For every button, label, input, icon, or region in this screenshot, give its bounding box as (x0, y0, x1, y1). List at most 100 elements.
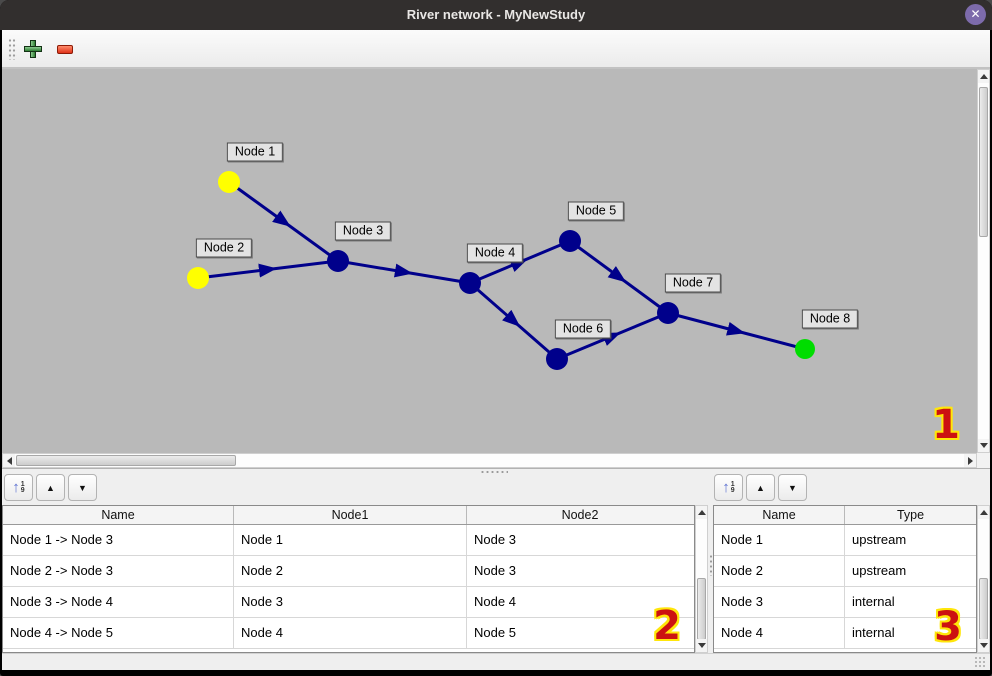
table-cell[interactable]: upstream (852, 563, 907, 578)
nodes-table-vertical-scrollbar[interactable] (977, 505, 990, 653)
scroll-down-button[interactable] (696, 639, 707, 652)
table-row[interactable]: Node 1 upstream (714, 525, 976, 556)
sort-arrow-icon: ↑ (722, 478, 730, 496)
table-cell[interactable]: internal (852, 625, 895, 640)
node-6[interactable] (546, 348, 568, 370)
scroll-up-button[interactable] (978, 70, 989, 83)
remove-button[interactable] (55, 39, 75, 59)
table-cell[interactable]: Node 1 (234, 525, 467, 555)
vertical-scroll-thumb[interactable] (979, 87, 988, 237)
column-header-node2[interactable]: Node2 (561, 508, 599, 522)
table-cell[interactable]: Node 3 (474, 532, 516, 547)
river-reach-edge[interactable] (569, 239, 669, 315)
table-cell[interactable]: Node 4 (474, 594, 516, 609)
table-row[interactable]: Node 3 internal (714, 587, 976, 618)
triangle-down-icon (697, 643, 706, 648)
table-row[interactable]: Node 2 upstream (714, 556, 976, 587)
sort-ascending-icon: ↑ 1 9 (722, 478, 735, 496)
table-cell[interactable]: Node 4 (234, 618, 467, 648)
canvas-horizontal-scrollbar[interactable] (2, 453, 977, 468)
title-bar[interactable]: River network - MyNewStudy ✕ (0, 0, 992, 30)
node-2[interactable] (187, 267, 209, 289)
river-reach-edge[interactable] (469, 281, 558, 361)
node-5[interactable] (559, 230, 581, 252)
scrollbar-corner (977, 453, 990, 468)
vertical-scroll-thumb[interactable] (979, 578, 988, 640)
table-cell[interactable]: Node 3 -> Node 4 (3, 587, 234, 617)
table-cell[interactable]: Node 2 (714, 556, 845, 586)
links-sort-button[interactable]: ↑ 1 9 (4, 474, 33, 501)
scroll-up-button[interactable] (696, 506, 707, 519)
minus-icon (57, 44, 73, 54)
canvas-vertical-scrollbar[interactable] (977, 69, 990, 453)
node-8[interactable] (795, 339, 815, 359)
panel-splitter-handle-icon[interactable] (709, 554, 713, 576)
node-8-label: Node 8 (801, 309, 859, 329)
river-reach-edge[interactable] (667, 311, 806, 351)
bottom-panel: ↑ 1 9 ▲ ▼ ↑ 1 9 ▲ (2, 468, 990, 670)
table-cell[interactable]: upstream (852, 532, 907, 547)
column-header-name[interactable]: Name (714, 506, 845, 524)
sort-digit-top: 1 (20, 480, 25, 488)
table-cell[interactable]: Node 5 (474, 625, 516, 640)
scroll-right-button[interactable] (964, 454, 976, 467)
triangle-up-icon (979, 510, 988, 515)
column-header-name[interactable]: Name (3, 506, 234, 524)
splitter-handle-icon[interactable] (480, 470, 508, 474)
table-cell[interactable]: Node 3 (234, 587, 467, 617)
table-cell[interactable]: Node 2 (234, 556, 467, 586)
horizontal-scroll-thumb[interactable] (16, 455, 236, 466)
table-cell[interactable]: Node 4 -> Node 5 (3, 618, 234, 648)
vertical-scroll-thumb[interactable] (697, 578, 706, 640)
arrow-down-icon: ▼ (78, 482, 87, 493)
close-button[interactable]: ✕ (965, 4, 986, 25)
column-header-type[interactable]: Type (896, 508, 925, 522)
arrow-up-icon: ▲ (46, 482, 55, 493)
toolbar-drag-handle-icon[interactable] (8, 38, 17, 60)
table-cell[interactable]: Node 1 -> Node 3 (3, 525, 234, 555)
sort-digit-bottom: 9 (20, 486, 25, 494)
river-reach-edge[interactable] (228, 180, 339, 263)
links-move-up-button[interactable]: ▲ (36, 474, 65, 501)
table-cell[interactable]: Node 1 (714, 525, 845, 555)
nodes-table-header: Name Type (714, 506, 976, 525)
table-cell[interactable]: Node 3 (714, 587, 845, 617)
resize-grip-icon[interactable] (974, 656, 987, 668)
table-cell[interactable]: Node 2 -> Node 3 (3, 556, 234, 586)
node-3[interactable] (327, 250, 349, 272)
close-icon: ✕ (970, 7, 981, 21)
node-5-label: Node 5 (567, 201, 625, 221)
links-move-down-button[interactable]: ▼ (68, 474, 97, 501)
table-cell[interactable]: internal (852, 594, 895, 609)
nodes-sort-button[interactable]: ↑ 1 9 (714, 474, 743, 501)
node-1[interactable] (218, 171, 240, 193)
node-4[interactable] (459, 272, 481, 294)
add-button[interactable] (23, 39, 43, 59)
scroll-down-button[interactable] (978, 639, 989, 652)
river-reach-edge[interactable] (337, 259, 471, 285)
table-row[interactable]: Node 4 internal (714, 618, 976, 649)
nodes-move-up-button[interactable]: ▲ (746, 474, 775, 501)
scroll-left-button[interactable] (3, 454, 15, 467)
table-cell[interactable]: Node 3 (474, 563, 516, 578)
river-reach-edge[interactable] (197, 259, 339, 280)
scroll-down-button[interactable] (978, 439, 989, 452)
sort-digit-bottom: 9 (730, 486, 735, 494)
river-reach-edge[interactable] (556, 311, 669, 361)
scroll-up-button[interactable] (978, 506, 989, 519)
column-header-node1[interactable]: Node1 (234, 506, 467, 524)
nodes-move-down-button[interactable]: ▼ (778, 474, 807, 501)
node-7[interactable] (657, 302, 679, 324)
links-table-vertical-scrollbar[interactable] (695, 505, 708, 653)
table-cell[interactable]: Node 4 (714, 618, 845, 648)
